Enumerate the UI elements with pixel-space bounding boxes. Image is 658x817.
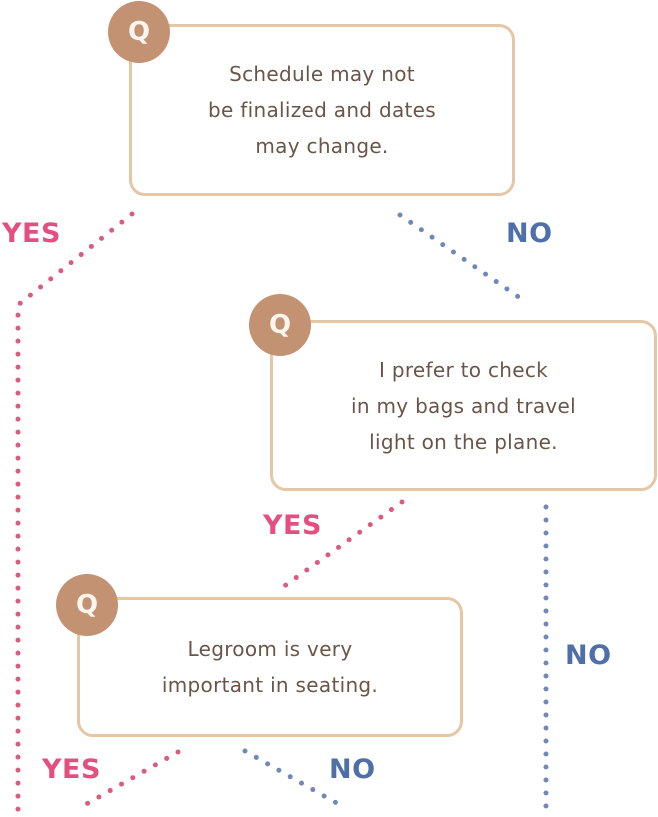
question-box-3: Legroom is very important in seating.: [77, 597, 463, 737]
q3-no-label: NO: [329, 754, 376, 785]
q3-yes-label: YES: [42, 754, 101, 785]
q1-no-path: [397, 212, 523, 301]
q2-yes-path: [280, 499, 405, 590]
q1-no-label: NO: [506, 218, 553, 249]
q-badge-icon: Q: [108, 1, 170, 63]
q3-no-path: [242, 748, 343, 808]
q2-no-label: NO: [565, 640, 612, 671]
question-box-1: Schedule may not be finalized and dates …: [129, 24, 515, 196]
question-text: Schedule may not be finalized and dates …: [208, 62, 436, 158]
question-box-2: I prefer to check in my bags and travel …: [270, 320, 657, 491]
q2-yes-label: YES: [263, 510, 322, 541]
q-badge-icon: Q: [249, 294, 311, 356]
q-badge-icon: Q: [56, 574, 118, 636]
question-text: I prefer to check in my bags and travel …: [351, 357, 576, 454]
question-text: Legroom is very important in seating.: [161, 637, 379, 697]
q1-yes-label: YES: [2, 218, 61, 249]
q3-yes-path: [80, 749, 181, 809]
